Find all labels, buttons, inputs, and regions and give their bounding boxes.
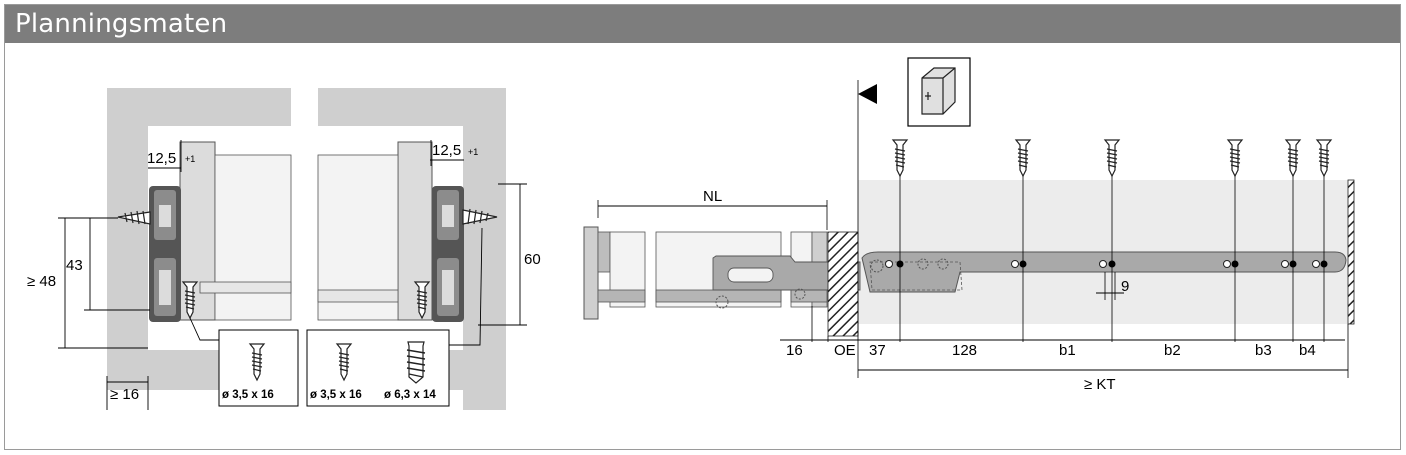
rail-hole-dashed [917, 258, 929, 270]
extension-lines [597, 80, 1349, 378]
top-panel-right [318, 88, 463, 126]
screw-spec-box-1: ø 3,5 x 16 [218, 329, 299, 407]
cabinet-front-edge [827, 231, 859, 337]
screw-label-1: ø 3,5 x 16 [222, 389, 274, 401]
drawer-front-lip [597, 231, 611, 273]
dim-setback-left: 12,5 [147, 150, 176, 167]
drawer-bottom-left [199, 281, 292, 294]
rail-profile-right [432, 186, 464, 322]
cabinet-icon [907, 57, 971, 127]
screw-icon [1015, 139, 1031, 177]
dim-b2: b2 [1164, 342, 1181, 359]
screw-icon [406, 341, 426, 384]
dim-37: 37 [869, 342, 886, 359]
dim-b3: b3 [1255, 342, 1272, 359]
screw-label-2a: ø 3,5 x 16 [310, 389, 362, 401]
screw-icon [1285, 139, 1301, 177]
drawer-runner-2 [655, 289, 782, 303]
cabinet-cross-section: 12,5 +1 12,5 +1 ≥ 48 43 60 ≥ 16 ø 3,5 x … [27, 88, 541, 410]
top-panel-left [148, 88, 291, 126]
dim-kt: ≥ KT [1084, 376, 1116, 393]
screw-icon [117, 210, 151, 225]
drawer-body-left [214, 154, 292, 321]
dim-height: 43 [66, 257, 83, 274]
dim-side: 60 [524, 251, 541, 268]
rail-hole-dashed [870, 259, 884, 273]
header-bar: Planningsmaten [5, 5, 1400, 43]
rail-profile-left [149, 186, 181, 322]
screw-icon [892, 139, 908, 177]
drawer-front [583, 226, 599, 320]
drawer-runner-1 [597, 289, 646, 303]
back-wall [1347, 179, 1355, 325]
dim-min-thickness: ≥ 16 [110, 386, 139, 403]
rail-hole-dashed [794, 288, 806, 300]
screw-icon [1104, 139, 1120, 177]
dim-b4: b4 [1299, 342, 1316, 359]
screw-icon [462, 208, 498, 225]
drawer-bottom-right [317, 289, 399, 303]
dim-16: 16 [786, 342, 803, 359]
drawer-wall-right [397, 141, 433, 321]
dim-128: 128 [952, 342, 977, 359]
rail-hole-dashed [715, 295, 729, 309]
dim-setback-right: 12,5 [432, 142, 461, 159]
dim-setback-right-tol: +1 [468, 147, 478, 157]
dim-setback-left-tol: +1 [185, 154, 195, 164]
arrow-marker-icon [858, 84, 877, 104]
rail-holes [885, 260, 1328, 268]
screw-icon [1316, 139, 1332, 177]
dim-oe: OE [834, 342, 856, 359]
rail-carriage-outline [869, 261, 963, 291]
dim-b1: b1 [1059, 342, 1076, 359]
rail-hole-dashed [937, 258, 949, 270]
screw-icon [1227, 139, 1243, 177]
dim-nl: NL [703, 188, 722, 205]
screw-spec-box-2: ø 3,5 x 16 ø 6,3 x 14 [306, 329, 450, 407]
drawer-runner-3 [790, 289, 828, 303]
dim-min-height: ≥ 48 [27, 273, 56, 290]
right-side-panel [463, 88, 506, 410]
screw-label-2b: ø 6,3 x 14 [384, 389, 436, 401]
dim-9: 9 [1121, 278, 1129, 295]
rail-slot [727, 267, 774, 283]
left-side-panel [107, 88, 148, 390]
page-title: Planningsmaten [15, 9, 228, 39]
rail-side-view: NL 9 16 OE 37 128 b1 b2 b3 b4 ≥ KT [583, 57, 1355, 393]
